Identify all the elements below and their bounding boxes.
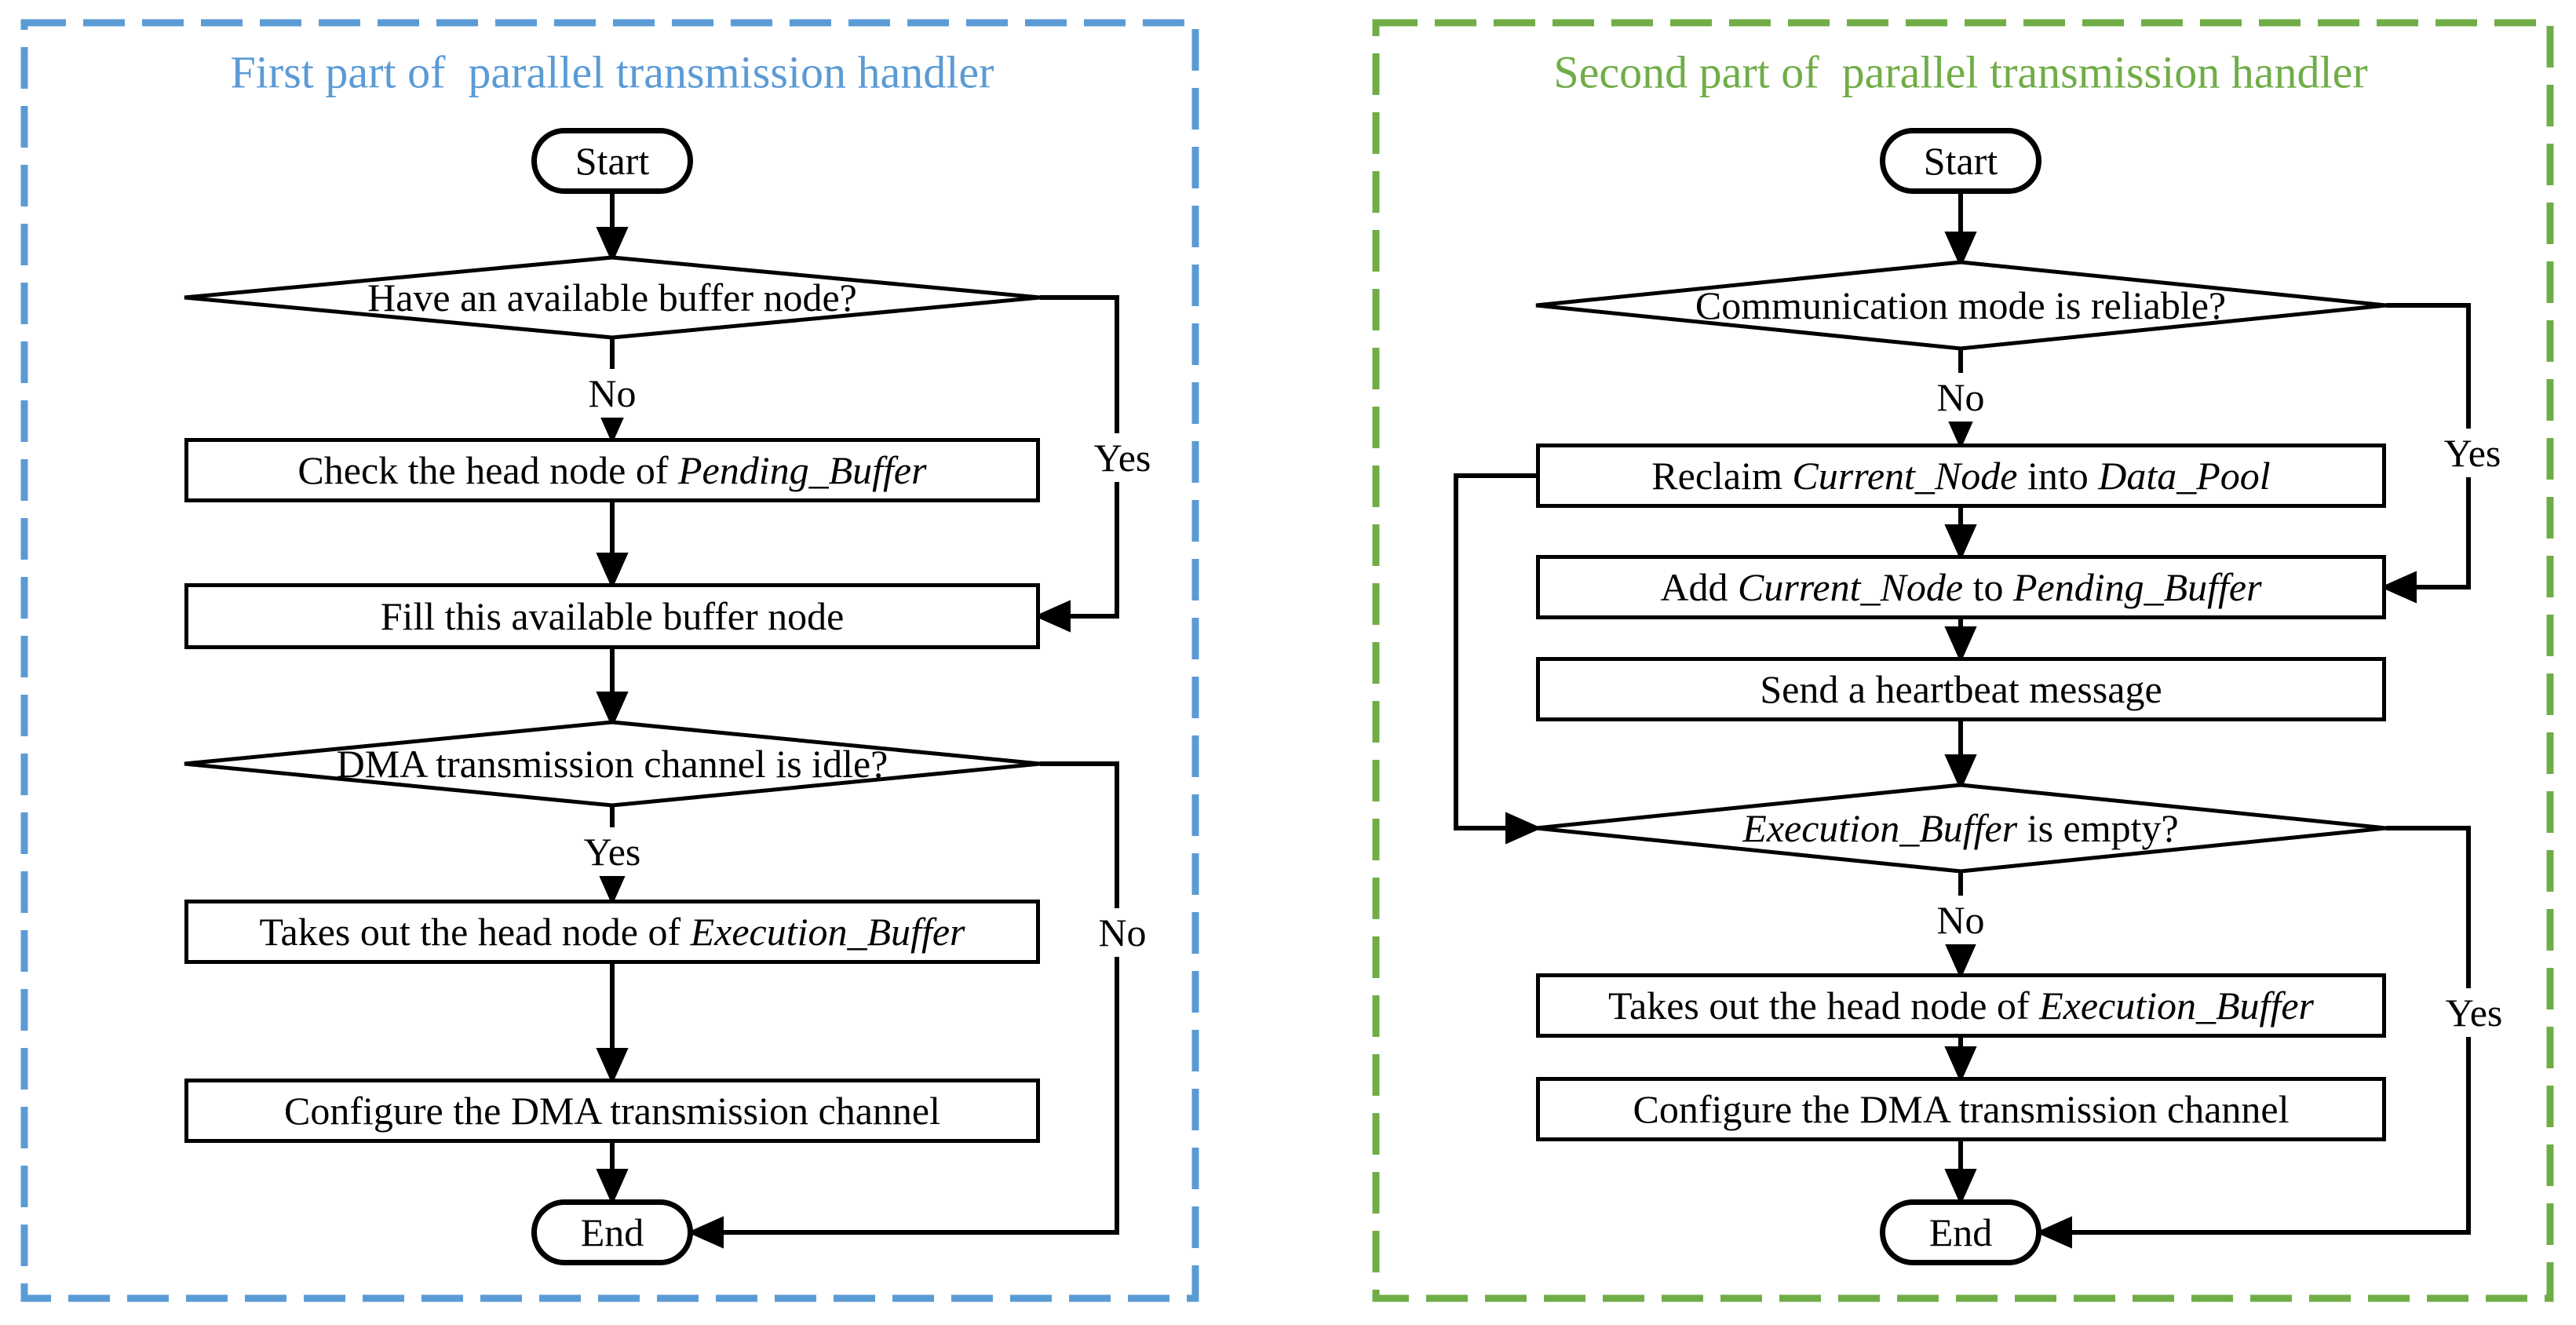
decision-right-comm-reliable bbox=[1535, 260, 2387, 351]
left-start-terminator: Start bbox=[531, 128, 693, 194]
right-process-add-node: Add Current_Node to Pending_Buffer bbox=[1536, 555, 2386, 619]
right-start-terminator: Start bbox=[1880, 128, 2041, 194]
arrowhead-right-takes-to-configure bbox=[1944, 1046, 1977, 1083]
left-process-takes-out-head-node: Takes out the head node of Execution_Buf… bbox=[184, 900, 1040, 964]
right-end-terminator: End bbox=[1880, 1199, 2041, 1265]
left-start-label: Start bbox=[575, 139, 650, 183]
left-decision1-text: Have an available buffer node? bbox=[367, 276, 857, 319]
right-process-add-node-text: Add Current_Node to Pending_Buffer bbox=[1660, 565, 2262, 609]
left-panel-border bbox=[20, 19, 1199, 1302]
right-label-no-decision1: No bbox=[1928, 373, 1993, 422]
right-panel-title: Second part of parallel transmission han… bbox=[1553, 46, 2368, 98]
right-process-send-heartbeat-text: Send a heartbeat message bbox=[1760, 667, 2162, 711]
arrowhead-right-decision1-yes bbox=[2380, 571, 2417, 604]
arrowhead-right-decision2-yes bbox=[2035, 1216, 2072, 1249]
right-process-reclaim-node: Reclaim Current_Node into Data_Pool bbox=[1536, 443, 2386, 508]
right-process-reclaim-node-text: Reclaim Current_Node into Data_Pool bbox=[1651, 454, 2271, 498]
arrowhead-right-decision2-to-takes bbox=[1944, 943, 1977, 980]
left-process-takes-out-head-node-text: Takes out the head node of Execution_Buf… bbox=[259, 910, 965, 954]
right-process-takes-out-head-node-text: Takes out the head node of Execution_Buf… bbox=[1608, 984, 2314, 1028]
arrowhead-right-add-to-heartbeat bbox=[1944, 626, 1977, 663]
decision-left-buffer-node bbox=[184, 255, 1041, 340]
connector-right-reclaim-loop bbox=[1454, 473, 1536, 830]
left-label-yes-decision1: Yes bbox=[1085, 433, 1159, 482]
left-label-no-decision2: No bbox=[1090, 908, 1155, 957]
left-end-terminator: End bbox=[531, 1199, 693, 1265]
arrowhead-left-takes-to-configure bbox=[596, 1048, 629, 1085]
right-decision1-text: Communication mode is reliable? bbox=[1695, 283, 2227, 327]
arrowhead-left-start-to-decision1 bbox=[596, 227, 629, 264]
arrowhead-left-decision1-yes bbox=[1034, 600, 1071, 633]
left-process-configure-dma: Configure the DMA transmission channel bbox=[184, 1079, 1040, 1143]
left-label-no-decision1: No bbox=[580, 369, 644, 418]
right-label-yes-decision2: Yes bbox=[2437, 988, 2511, 1037]
left-process-check-head-node-text: Check the head node of Pending_Buffer bbox=[297, 448, 927, 492]
left-label-yes-decision2: Yes bbox=[575, 827, 649, 876]
right-decision2-text: Execution_Buffer is empty? bbox=[1742, 806, 2179, 850]
connector-left-decision2-no bbox=[721, 761, 1119, 1235]
arrowhead-right-configure-to-end bbox=[1944, 1169, 1977, 1206]
left-process-configure-dma-text: Configure the DMA transmission channel bbox=[284, 1089, 940, 1133]
left-process-fill-buffer-node: Fill this available buffer node bbox=[184, 583, 1040, 649]
right-process-configure-dma-text: Configure the DMA transmission channel bbox=[1633, 1087, 2290, 1131]
right-process-configure-dma: Configure the DMA transmission channel bbox=[1536, 1077, 2386, 1141]
arrowhead-left-check-to-fill bbox=[596, 553, 629, 589]
arrowhead-left-decision2-no bbox=[687, 1216, 724, 1249]
arrowhead-left-fill-to-decision2 bbox=[596, 692, 629, 728]
right-label-yes-decision1: Yes bbox=[2436, 429, 2509, 477]
right-panel-border bbox=[1372, 19, 2554, 1302]
left-process-check-head-node: Check the head node of Pending_Buffer bbox=[184, 438, 1040, 502]
arrowhead-right-reclaim-to-add bbox=[1944, 524, 1977, 561]
arrowhead-right-reclaim-loop bbox=[1505, 812, 1542, 845]
right-process-takes-out-head-node: Takes out the head node of Execution_Buf… bbox=[1536, 973, 2386, 1038]
decision-left-dma-idle bbox=[184, 720, 1041, 808]
arrowhead-right-start-to-decision1 bbox=[1944, 232, 1977, 268]
arrowhead-left-configure-to-end bbox=[596, 1169, 629, 1206]
left-end-label: End bbox=[580, 1210, 644, 1254]
decision-right-exec-empty bbox=[1535, 783, 2387, 874]
arrowhead-right-heartbeat-to-decision2 bbox=[1944, 754, 1977, 791]
left-process-fill-buffer-node-text: Fill this available buffer node bbox=[380, 594, 845, 638]
left-panel-title: First part of parallel transmission hand… bbox=[230, 46, 994, 98]
right-label-no-decision2: No bbox=[1928, 896, 1993, 944]
right-start-label: Start bbox=[1923, 139, 1998, 183]
right-process-send-heartbeat: Send a heartbeat message bbox=[1536, 657, 2386, 721]
left-decision2-text: DMA transmission channel is idle? bbox=[336, 742, 888, 786]
right-end-label: End bbox=[1928, 1210, 1993, 1254]
